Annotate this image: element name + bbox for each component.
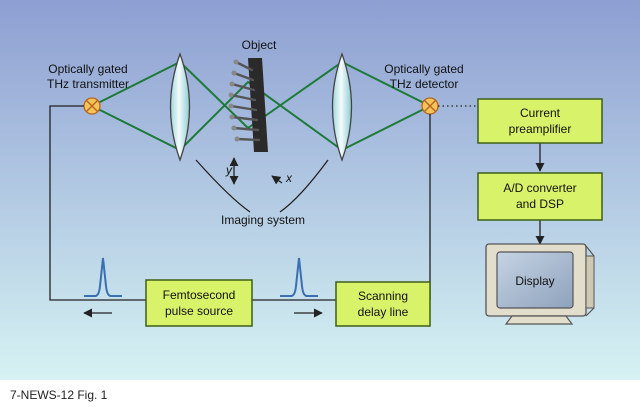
display-monitor: Display <box>485 243 595 325</box>
preamp-label-line2: preamplifier <box>509 122 572 136</box>
left-lens <box>169 52 191 162</box>
imaging-system-label: Imaging system <box>221 213 305 227</box>
femto-label-line1: Femtosecond <box>163 288 236 302</box>
y-axis-label: y <box>225 163 233 177</box>
object-label: Object <box>242 38 277 52</box>
delay-label-line2: delay line <box>358 305 409 319</box>
pulse-left <box>84 257 122 297</box>
signal-lines <box>49 105 545 318</box>
transmitter-label-line2: THz transmitter <box>47 77 129 91</box>
detector-label-line2: THz detector <box>390 77 459 91</box>
x-axis-arrow <box>271 175 283 185</box>
femto-to-transmitter-line <box>49 105 146 301</box>
detector-label-line1: Optically gated <box>384 62 463 76</box>
transmitter-label-line1: Optically gated <box>48 62 127 76</box>
adc-label-line2: and DSP <box>516 197 564 211</box>
x-axis-label: x <box>285 171 293 185</box>
right-lens <box>331 52 353 162</box>
thz-imaging-diagram: Current preamplifier A/D converter and D… <box>0 0 640 380</box>
femtosecond-source-box: Femtosecond pulse source <box>145 279 253 327</box>
femto-label-line2: pulse source <box>165 304 233 318</box>
imaging-system-pointers <box>195 159 329 213</box>
figure-caption: 7-NEWS-12 Fig. 1 <box>10 388 108 402</box>
adc-label-line1: A/D converter <box>503 181 576 195</box>
ad-converter-box: A/D converter and DSP <box>477 172 603 221</box>
object-sample <box>228 58 268 152</box>
display-label: Display <box>515 274 554 288</box>
scan-axes <box>229 157 283 185</box>
pulse-right <box>280 257 318 297</box>
preamp-label-line1: Current <box>520 106 561 120</box>
detector-source <box>421 97 439 115</box>
delay-label-line1: Scanning <box>358 289 408 303</box>
scanning-delay-box: Scanning delay line <box>335 281 431 327</box>
preamplifier-box: Current preamplifier <box>477 98 603 144</box>
transmitter-source <box>83 97 101 115</box>
